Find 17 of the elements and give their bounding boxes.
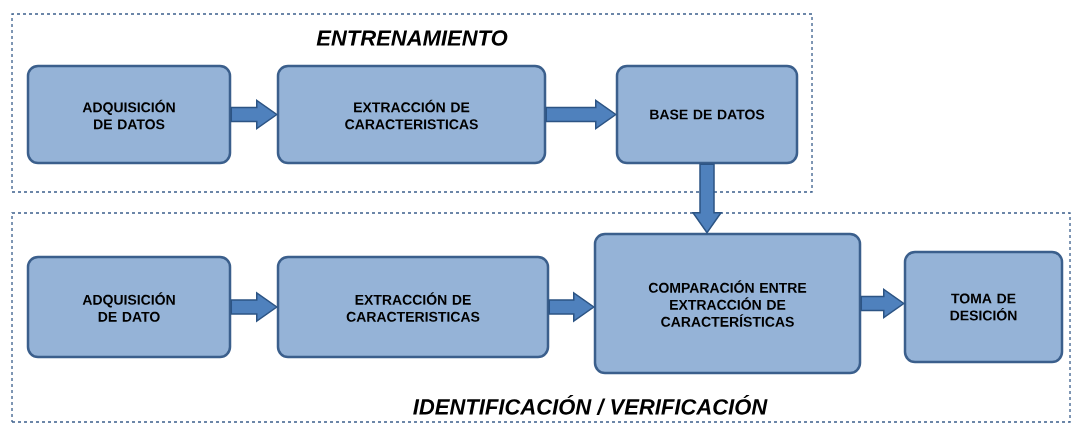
process-box: EXTRACCIÓN DE CARACTERISTICAS [276, 255, 550, 359]
group-title: ENTRENAMIENTO [316, 30, 508, 46]
block-arrow [691, 163, 723, 235]
block-arrow [230, 291, 279, 323]
process-box: ADQUISICIÓN DE DATO [26, 255, 232, 359]
process-box: COMPARACIÓN ENTRE EXTRACCIÓN DE CARACTERÍSTICAS [593, 232, 862, 375]
block-arrow [230, 99, 279, 130]
process-box: ADQUISICIÓN DE DATOS [26, 64, 232, 165]
process-box: BASE DE DATOS [615, 64, 799, 165]
group-title: IDENTIFICACIÓN / VERIFICACIÓN [413, 395, 768, 415]
dashed-group-frame [11, 13, 813, 193]
process-box: TOMA DE DESICIÓN [903, 250, 1064, 364]
block-arrow [548, 291, 596, 323]
dashed-group-frame [11, 212, 1071, 423]
block-arrow [860, 288, 906, 319]
process-box: EXTRACCIÓN DE CARACTERISTICAS [276, 64, 547, 165]
block-arrow [545, 99, 618, 130]
